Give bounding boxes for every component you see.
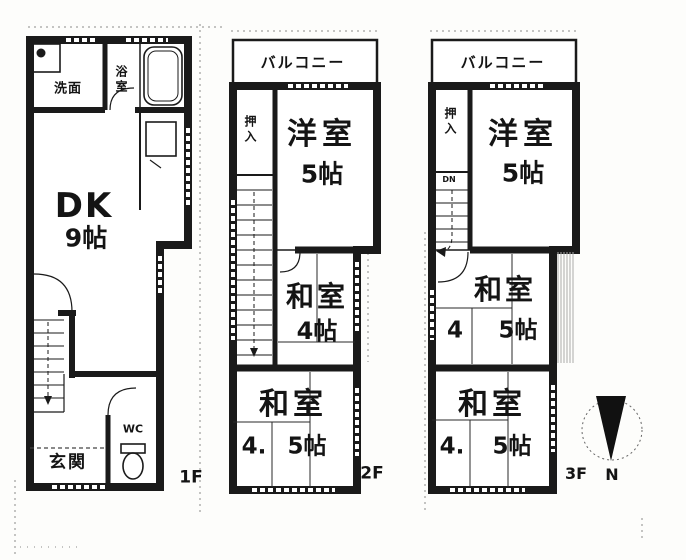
1f-door-arcs xyxy=(33,87,137,416)
1f-floor-label: 1F xyxy=(179,467,203,488)
1f-stairs-icon xyxy=(33,319,65,413)
2f-japanese-btm-size-b: 5帖 xyxy=(287,433,327,460)
3f-door-arc xyxy=(437,251,469,283)
1f-dk-label: DK xyxy=(54,186,114,226)
3f-japanese-btm-size-b: 5帖 xyxy=(492,433,532,460)
boundary-lines xyxy=(14,24,643,556)
2f-door-arc xyxy=(279,251,301,273)
floor-3f xyxy=(428,38,580,494)
1f-dk-size-label: 9帖 xyxy=(64,223,108,253)
3f-western-room-size: 5帖 xyxy=(501,158,545,188)
2f-western-room-size: 5帖 xyxy=(300,159,344,189)
2f-japanese-mid-size: 4帖 xyxy=(296,317,338,345)
2f-stairs-icon xyxy=(236,189,272,357)
toilet-icon xyxy=(120,443,146,480)
3f-balcony xyxy=(430,38,578,88)
3f-western-room-label: 洋室 xyxy=(488,117,558,152)
2f-balcony-label: バルコニー xyxy=(260,53,346,72)
3f-neighbor-hatch xyxy=(557,252,574,363)
1f-bath-label: 浴室 xyxy=(114,65,128,95)
3f-japanese-btm-size-a: 4. xyxy=(439,433,465,460)
3f-japanese-mid-size-a: 4 xyxy=(446,317,464,344)
3f-interior-walls xyxy=(432,86,576,372)
3f-stairs-icon xyxy=(435,189,468,257)
compass-north-label: N xyxy=(605,465,619,484)
3f-stairs-down-label: DN xyxy=(442,175,456,184)
3f-closet-label: 押入 xyxy=(443,107,457,137)
2f-western-room-label: 洋室 xyxy=(287,117,357,152)
3f-tatami-lines xyxy=(432,254,513,487)
compass-icon xyxy=(581,396,643,461)
floor-2f xyxy=(229,38,381,494)
2f-closet-label: 押入 xyxy=(243,115,257,145)
1f-wc-label: WC xyxy=(122,422,144,436)
3f-japanese-mid-size-b: 5帖 xyxy=(498,317,538,344)
1f-washroom-label: 洗面 xyxy=(53,81,83,97)
2f-balcony xyxy=(231,38,379,88)
2f-japanese-btm-size-a: 4. xyxy=(241,433,267,460)
kitchen-counter-icon xyxy=(145,121,177,169)
2f-interior-walls xyxy=(233,86,377,372)
1f-interior-walls xyxy=(30,40,188,487)
2f-floor-label: 2F xyxy=(360,463,384,484)
1f-entrance-label: 玄関 xyxy=(49,452,87,473)
3f-window-marks xyxy=(430,84,555,492)
3f-floor-label: 3F xyxy=(564,464,588,483)
3f-japanese-btm-label: 和室 xyxy=(458,387,526,422)
2f-japanese-btm-label: 和室 xyxy=(259,387,327,422)
floor-1f xyxy=(26,36,192,491)
bathtub-icon xyxy=(143,46,183,106)
2f-window-marks xyxy=(231,84,359,492)
2f-tatami-lines xyxy=(233,254,355,487)
1f-window-marks xyxy=(52,38,190,489)
sink-icon xyxy=(32,43,61,73)
3f-balcony-label: バルコニー xyxy=(460,53,546,72)
2f-japanese-mid-label: 和室 xyxy=(285,280,349,313)
3f-japanese-mid-label: 和室 xyxy=(473,273,537,306)
